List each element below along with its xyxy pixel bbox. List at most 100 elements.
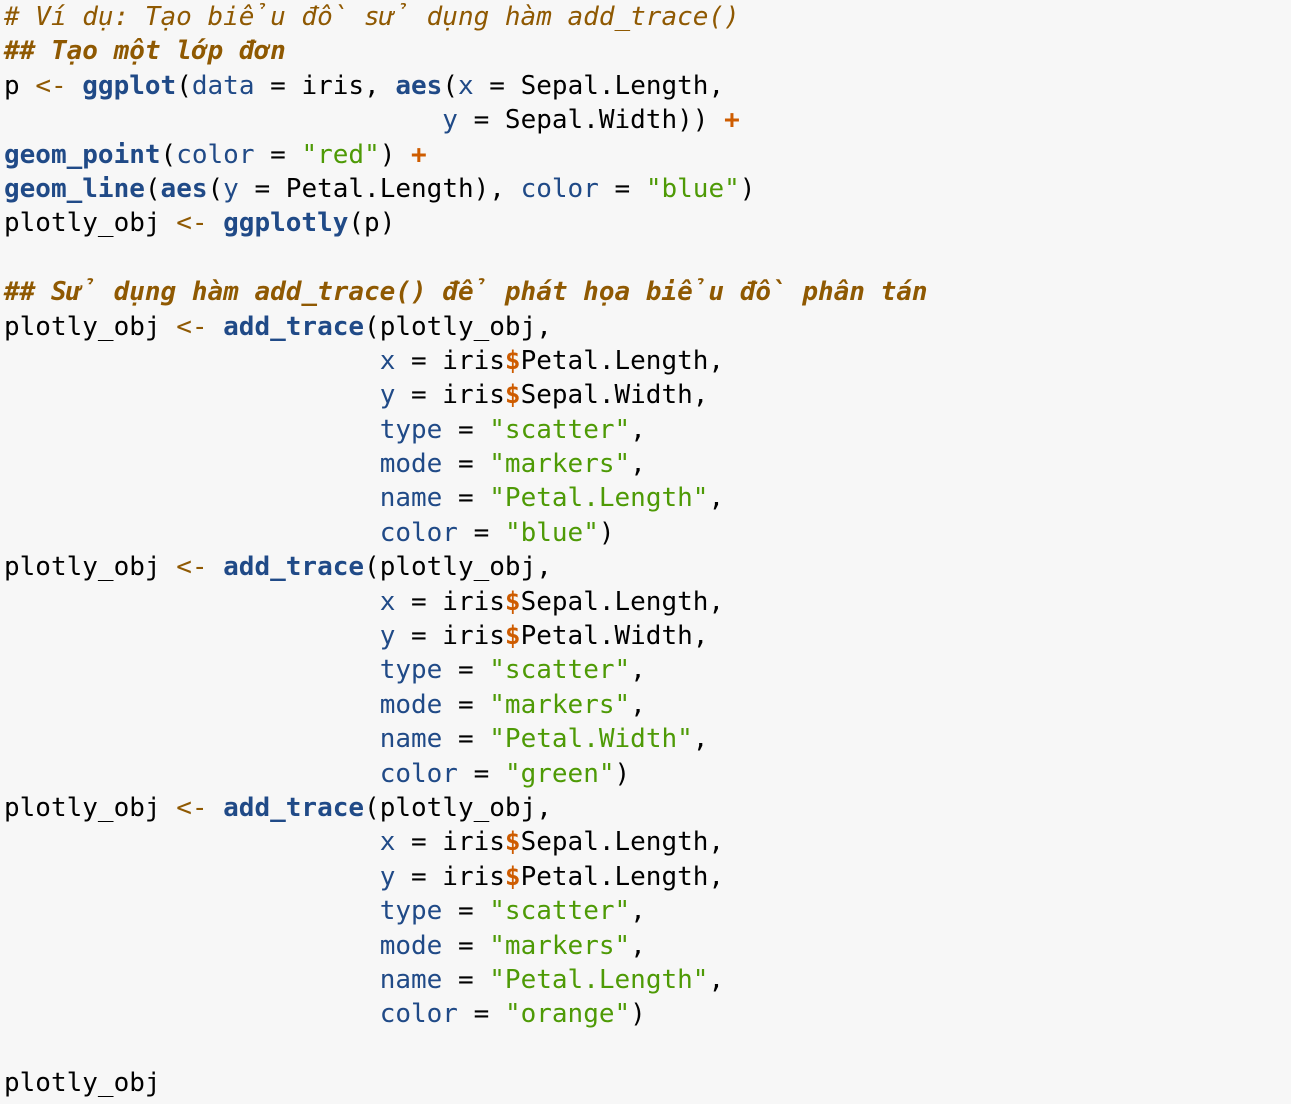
argument-name: x [379,586,396,617]
code-line: x = iris$Sepal.Length, [4,585,1291,619]
function-name: add_trace [223,311,365,342]
function-name: aes [160,173,208,204]
code-line: y = Sepal.Width)) + [4,103,1291,137]
code-token: , [630,414,646,445]
code-token: (plotly_obj, [364,792,552,823]
code-token: ( [144,173,161,204]
code-line: x = iris$Petal.Length, [4,344,1291,378]
argument-name: y [223,173,239,204]
code-token [4,999,380,1029]
operator: + [724,105,740,136]
argument-name: y [379,621,396,652]
argument-name: mode [379,930,443,961]
argument-name: x [458,70,474,101]
code-token: ( [207,173,224,204]
code-line: mode = "markers", [4,447,1291,481]
argument-name: x [379,345,396,376]
code-token [4,105,442,135]
code-token: = [442,414,490,445]
code-line: name = "Petal.Length", [4,481,1291,515]
code-token [4,415,380,445]
code-token: = [442,724,490,755]
code-token [4,380,380,410]
code-token: = [254,139,302,170]
code-token: = Petal.Length), [238,173,521,204]
operator: $ [504,621,521,652]
code-token: Sepal.Length, [520,586,725,617]
assign-operator: <- [176,552,208,583]
argument-name: type [379,414,443,445]
operator: $ [504,827,521,858]
argument-name: type [379,896,443,927]
code-token: = iris [395,827,505,858]
operator: + [411,139,427,170]
function-name: aes [395,70,443,101]
argument-name: y [379,861,396,892]
function-name: ggplot [82,70,177,101]
string-literal: "Petal.Length" [489,483,709,514]
code-token: = iris [395,380,505,411]
code-token: , [630,689,646,720]
code-line: plotly_obj <- add_trace(plotly_obj, [4,791,1291,825]
code-token: = [457,758,505,789]
code-token: plotly_obj [4,311,177,342]
string-literal: "Petal.Width" [489,724,693,755]
argument-name: data [191,70,255,101]
code-token: Sepal.Length, [520,827,725,858]
code-token: , [630,930,646,961]
code-token [4,827,380,857]
code-token [4,724,380,754]
code-token [4,449,380,479]
code-line: color = "orange") [4,997,1291,1031]
code-token [208,312,224,342]
code-token: (plotly_obj, [364,311,552,342]
code-token: , [630,449,646,480]
code-token [4,931,380,961]
code-line: type = "scatter", [4,894,1291,928]
code-line: geom_point(color = "red") + [4,138,1291,172]
operator: $ [504,861,521,892]
code-token [4,518,380,548]
code-text[interactable]: # Ví dụ: Tạo biểu đồ sử dụng hàm add_tra… [4,0,1291,1101]
code-line: name = "Petal.Length", [4,963,1291,997]
code-line: color = "green") [4,757,1291,791]
code-token [4,655,380,685]
code-token: , [708,964,725,995]
string-literal: "scatter" [489,414,631,445]
code-token: = iris [395,861,505,892]
code-token: = [442,896,490,927]
function-name: add_trace [223,792,365,823]
code-token [4,483,380,513]
code-token: = [457,517,505,548]
code-token: = iris [395,586,505,617]
code-token [4,346,380,376]
code-token: = [442,689,490,720]
operator: $ [504,345,521,376]
code-token: ( [176,70,192,101]
code-token [208,208,224,238]
code-token: = [442,483,490,514]
string-literal: "scatter" [489,896,631,927]
code-token: ) [614,758,631,789]
argument-name: mode [379,689,443,720]
code-token [4,690,380,720]
code-token: p [4,70,36,101]
string-literal: "blue" [504,517,599,548]
code-token: = [457,999,505,1030]
code-token: , [708,483,725,514]
code-token: = iris [395,621,505,652]
operator: $ [504,586,521,617]
code-line: p <- ggplot(data = iris, aes(x = Sepal.L… [4,69,1291,103]
code-token: = Sepal.Width)) [457,105,725,136]
code-token: = iris [395,345,505,376]
assign-operator: <- [176,311,208,342]
argument-name: color [520,173,599,204]
argument-name: y [379,380,396,411]
code-token [4,965,380,995]
code-token [4,862,380,892]
assign-operator: <- [176,208,208,239]
code-comment: # Ví dụ: Tạo biểu đồ sử dụng hàm add_tra… [4,2,740,32]
argument-name: color [176,139,255,170]
code-token: plotly_obj [4,792,177,823]
